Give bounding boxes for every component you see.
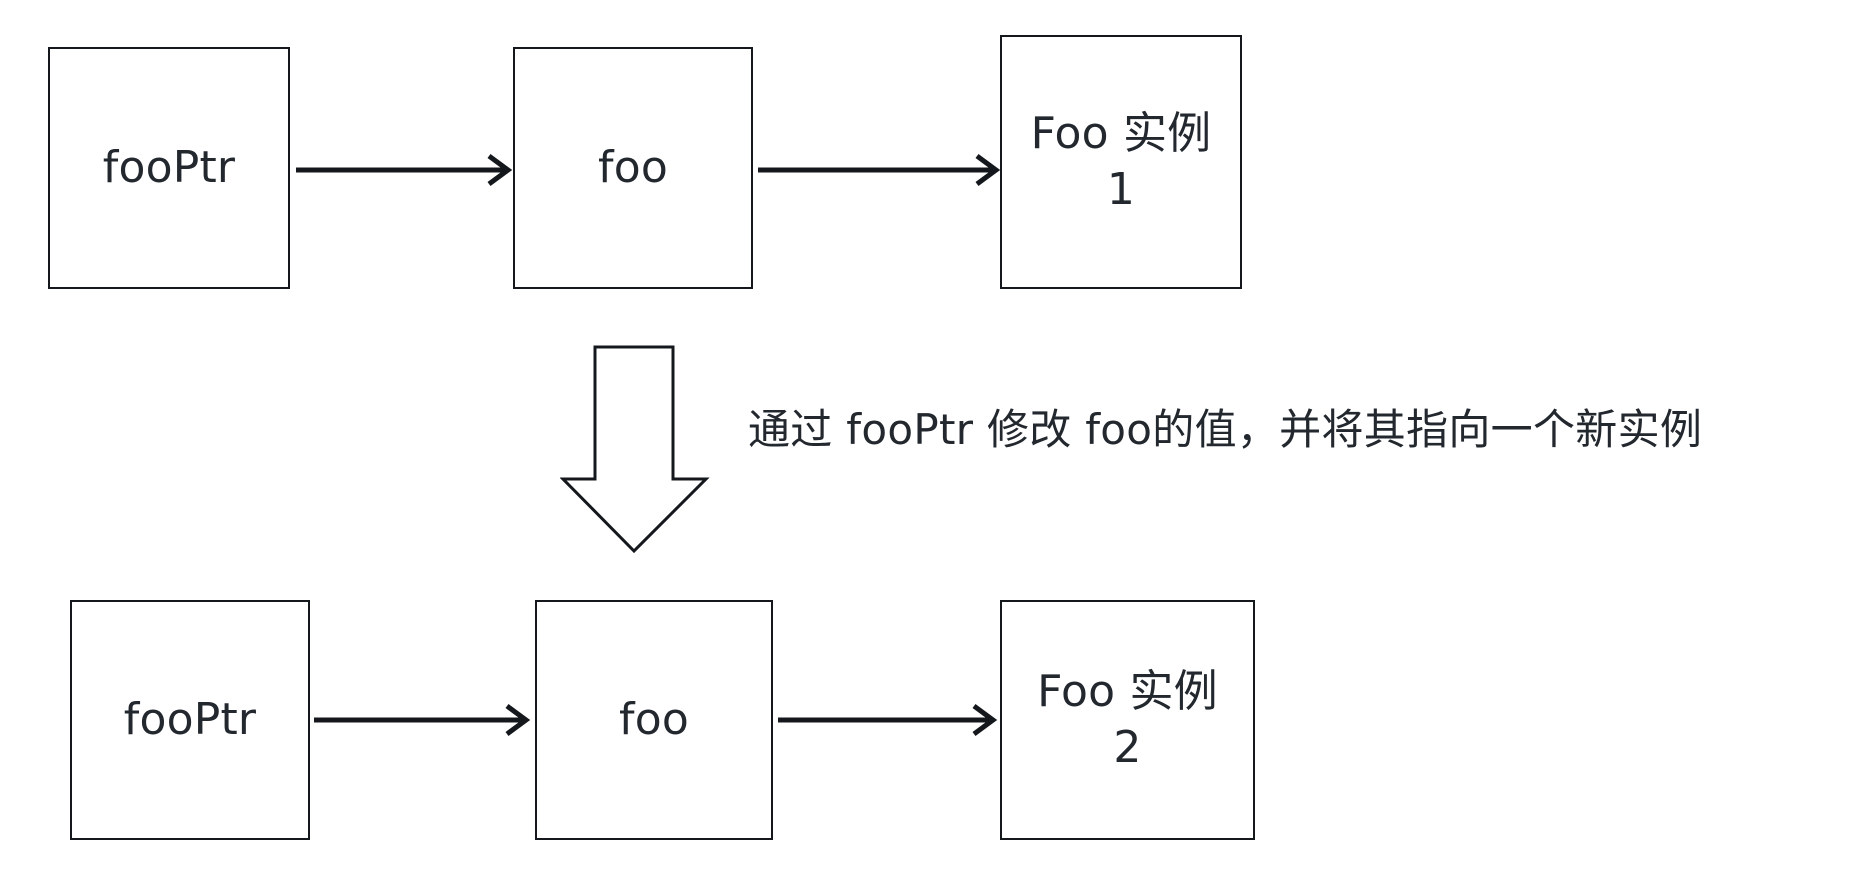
arrow-foo-to-instance-before (758, 150, 1006, 190)
transition-caption: 通过 fooPtr 修改 foo的值，并将其指向一个新实例 (748, 405, 1703, 454)
box-foo-before: foo (513, 47, 753, 289)
box-label: fooPtr (102, 141, 236, 193)
arrow-fooptr-to-foo-after (314, 700, 536, 740)
box-label: Foo 实例 2 (1037, 665, 1218, 773)
box-foo-instance-2: Foo 实例 2 (1000, 600, 1255, 840)
box-foo-instance-1: Foo 实例 1 (1000, 35, 1242, 289)
box-label: foo (598, 141, 668, 193)
box-label: fooPtr (123, 693, 257, 745)
box-label: Foo 实例 1 (1030, 107, 1212, 215)
arrow-fooptr-to-foo-before (296, 150, 518, 190)
arrow-foo-to-instance-after (778, 700, 1003, 740)
box-fooptr-after: fooPtr (70, 600, 310, 840)
box-fooptr-before: fooPtr (48, 47, 290, 289)
box-foo-after: foo (535, 600, 773, 840)
down-block-arrow-icon (560, 345, 710, 555)
box-label: foo (619, 693, 689, 745)
